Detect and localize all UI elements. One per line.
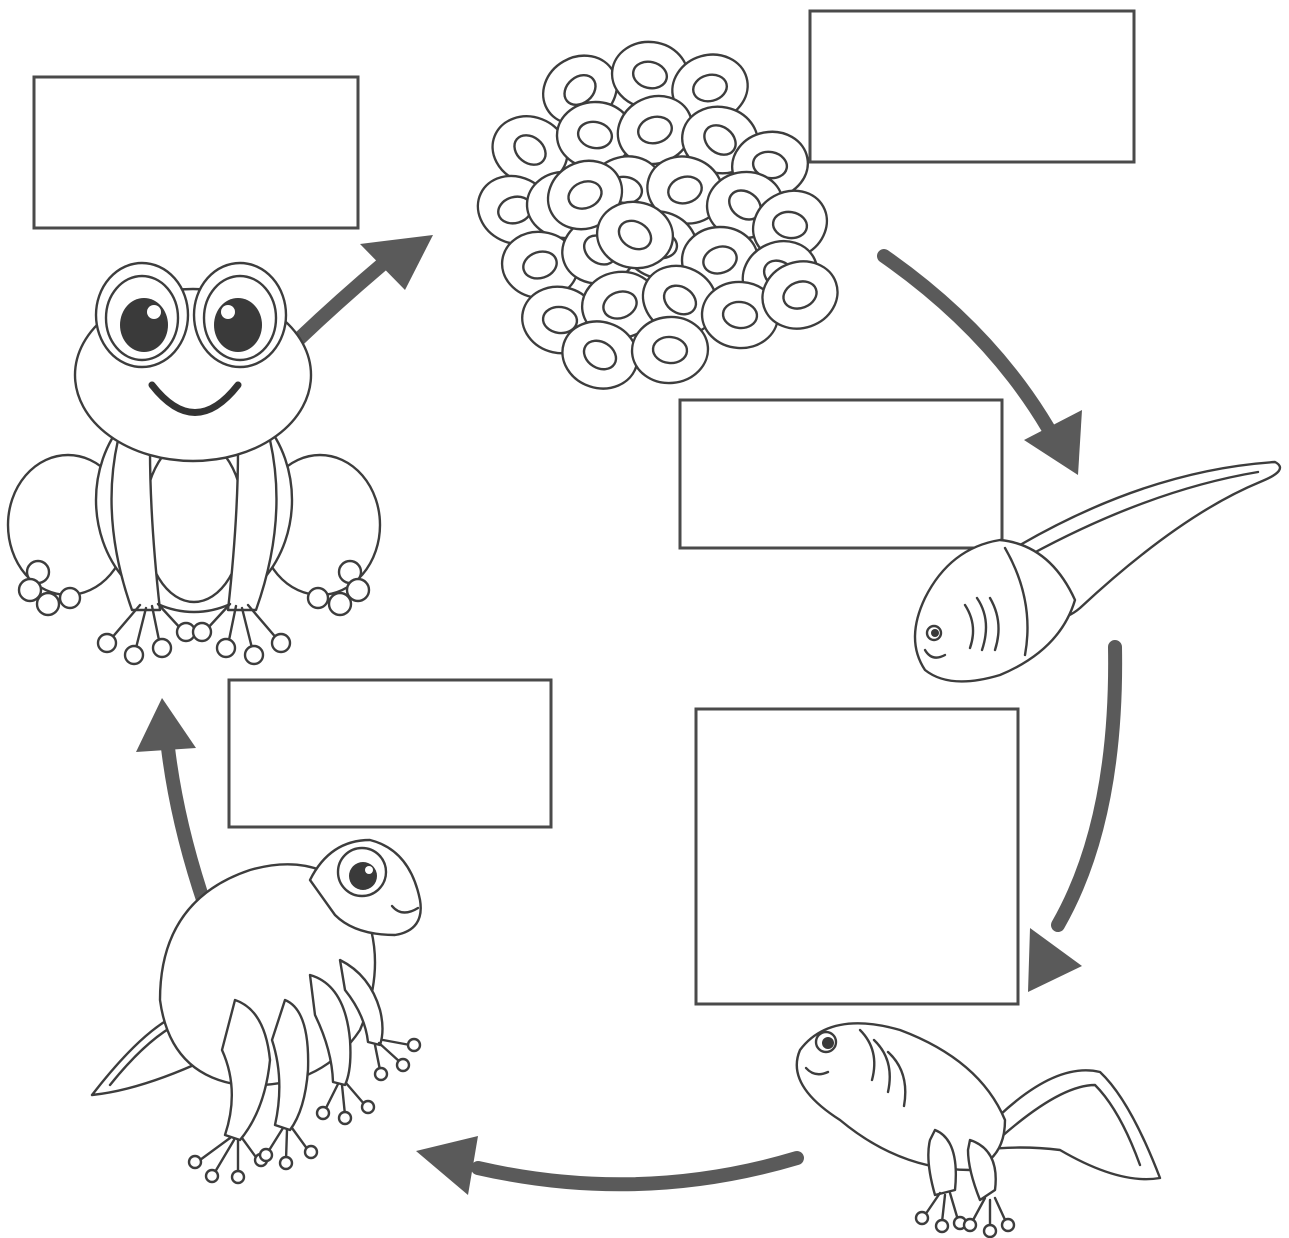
frogspawn-icon [476,40,839,390]
label-box-froglet[interactable] [227,678,553,829]
egg-yolk [702,245,738,275]
egg-yolk [662,284,698,316]
froglet-icon [90,838,422,1185]
egg-yolk [567,180,603,210]
egg-yolk [782,280,818,310]
label-box-tadpole[interactable] [678,398,1004,550]
arrow-legs-to-froglet-icon [416,1136,804,1195]
egg-yolk [617,219,653,251]
egg-yolk [541,305,579,335]
egg-yolk [771,210,809,240]
tadpole-with-legs-icon [795,1022,1162,1238]
egg-yolk [703,124,737,156]
egg-yolk [667,175,703,205]
label-box-frogspawn[interactable] [808,9,1136,164]
frog-icon [6,261,382,666]
egg-yolk [576,120,614,150]
egg-yolk [522,250,558,280]
egg-yolk [651,335,689,365]
egg-yolk [602,290,638,320]
label-box-adult-frog[interactable] [32,75,360,230]
arrow-spawn-to-tadpole-icon [877,249,1082,475]
tadpole-icon [913,460,1282,683]
arrow-tadpole-to-legs-icon [1028,640,1123,992]
label-box-tadpole-with-legs[interactable] [694,707,1020,1006]
egg-yolk [692,73,728,103]
egg-yolk [582,339,618,371]
arrow-froglet-to-frog-icon [136,698,217,927]
arrow-frog-to-spawn-icon [293,235,433,345]
egg-yolk [631,60,669,90]
egg-yolk [721,300,759,330]
egg-yolk [563,74,597,106]
egg-yolk [513,134,547,166]
egg-yolk [637,115,673,145]
